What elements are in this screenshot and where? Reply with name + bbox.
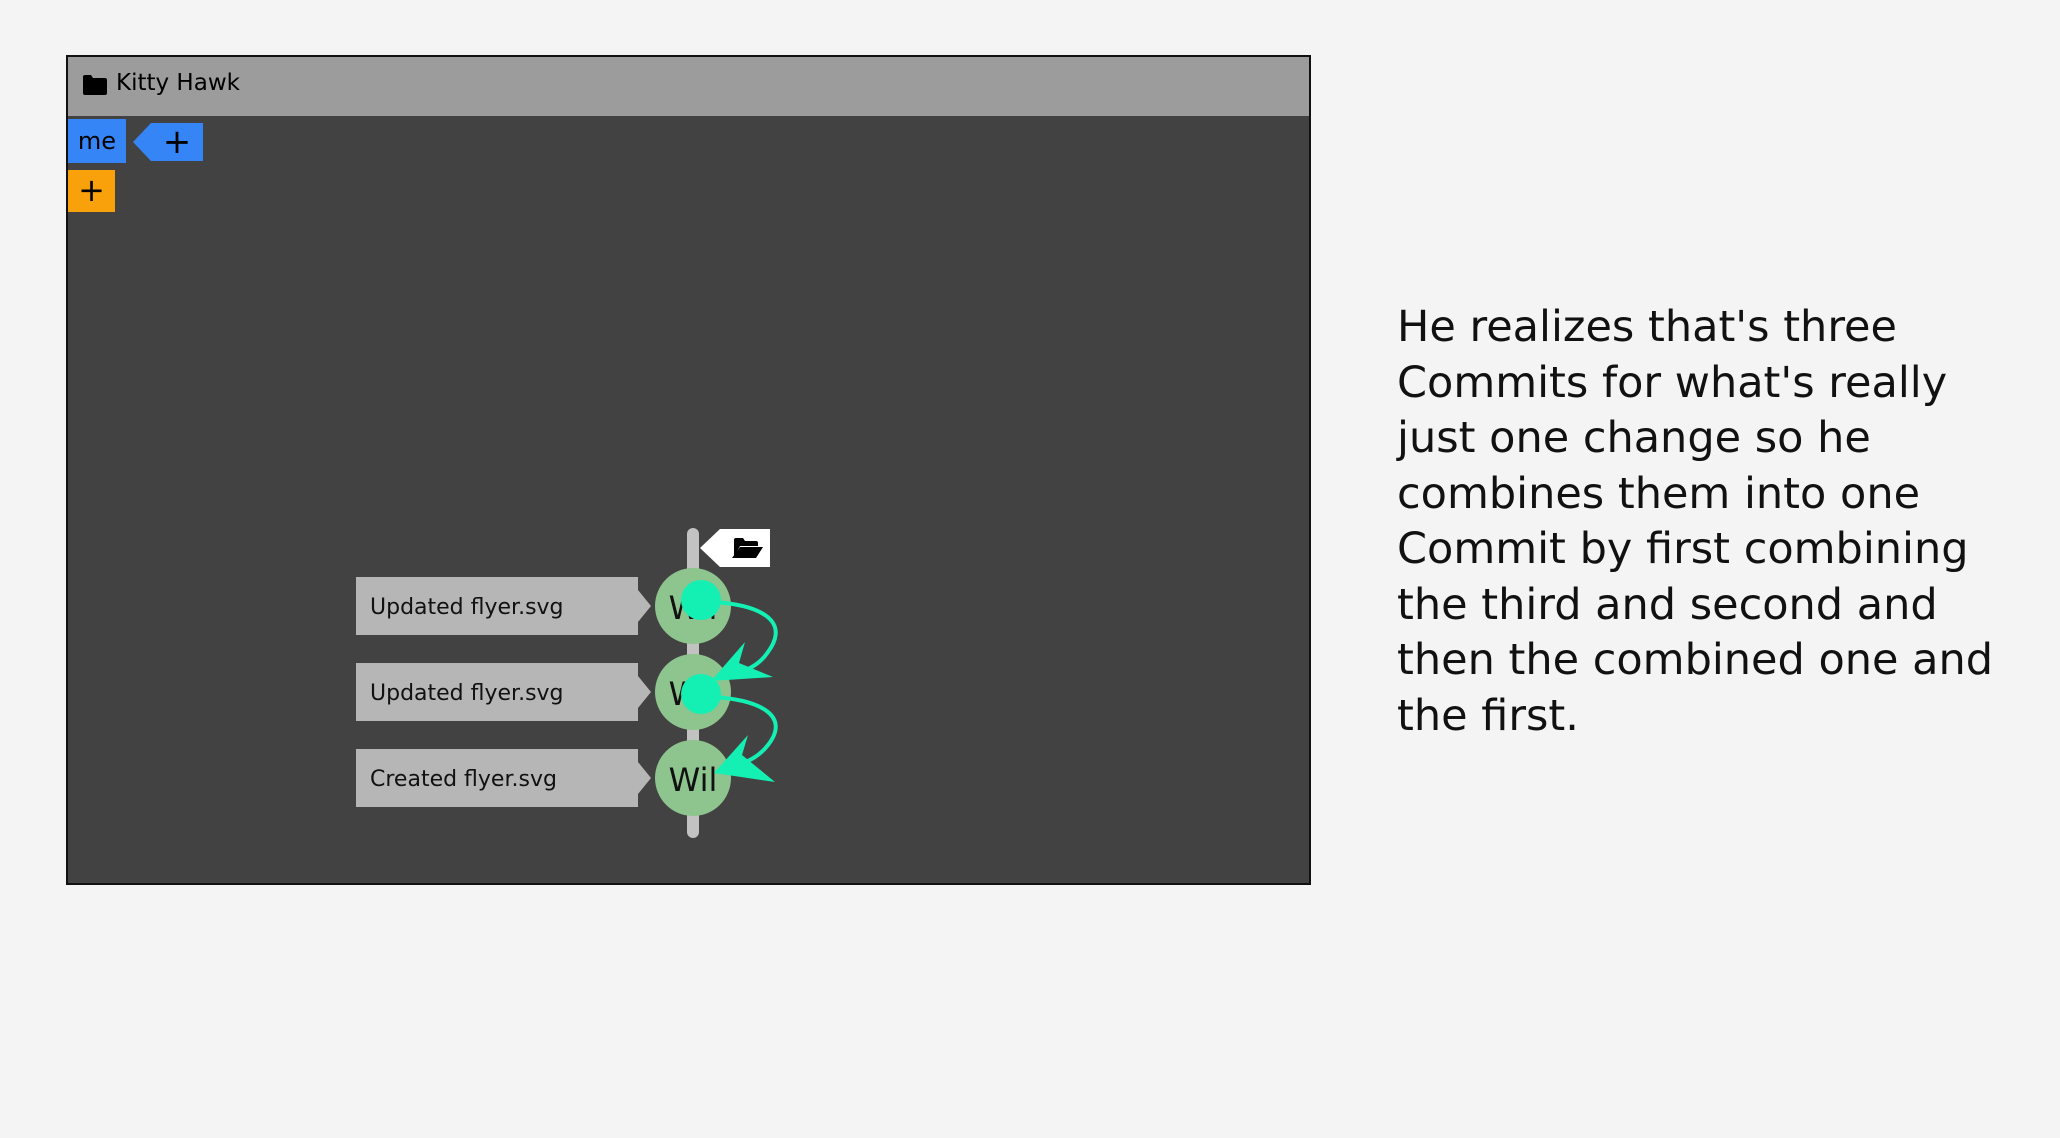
add-remote-plus: + bbox=[78, 171, 105, 209]
squash-arrowhead bbox=[714, 735, 775, 782]
commit-node[interactable] bbox=[655, 740, 731, 816]
add-branch-plus: + bbox=[163, 123, 192, 161]
commit-row[interactable]: Updated flyer.svg Wil bbox=[356, 654, 731, 730]
add-branch-button[interactable]: + bbox=[133, 123, 203, 161]
squash-arrowhead bbox=[711, 642, 773, 681]
add-remote-button[interactable]: + bbox=[68, 170, 115, 212]
squash-drag-handle[interactable] bbox=[681, 580, 721, 620]
head-flag[interactable] bbox=[700, 529, 770, 567]
commit-message: Updated flyer.svg bbox=[370, 595, 564, 620]
repository-window: Kitty Hawk me + + Updated flyer.svg Wil bbox=[66, 55, 1311, 885]
commit-message-tag bbox=[356, 663, 651, 721]
folder-icon bbox=[83, 75, 107, 95]
commit-message: Created flyer.svg bbox=[370, 767, 557, 792]
commit-message-tag bbox=[356, 749, 651, 807]
commit-graph: Updated flyer.svg Wil Updated flyer.svg … bbox=[356, 528, 778, 838]
commit-author: Wil bbox=[669, 761, 718, 799]
commit-message: Updated flyer.svg bbox=[370, 681, 564, 706]
branch-tag-me[interactable]: me bbox=[68, 119, 126, 163]
narration-caption: He realizes that's three Commits for wha… bbox=[1397, 302, 1994, 741]
repository-title-bar: Kitty Hawk bbox=[68, 57, 1309, 116]
squash-drag-handle[interactable] bbox=[681, 674, 721, 714]
branch-label: me bbox=[77, 127, 117, 155]
folder-open-icon bbox=[732, 538, 763, 558]
commit-row[interactable]: Created flyer.svg Wil bbox=[356, 740, 731, 816]
squash-arrow[interactable] bbox=[681, 674, 778, 782]
commit-row[interactable]: Updated flyer.svg Wil bbox=[356, 568, 731, 644]
commit-message-tag bbox=[356, 577, 651, 635]
squash-arrow[interactable] bbox=[681, 580, 778, 681]
repository-title: Kitty Hawk bbox=[116, 70, 240, 96]
